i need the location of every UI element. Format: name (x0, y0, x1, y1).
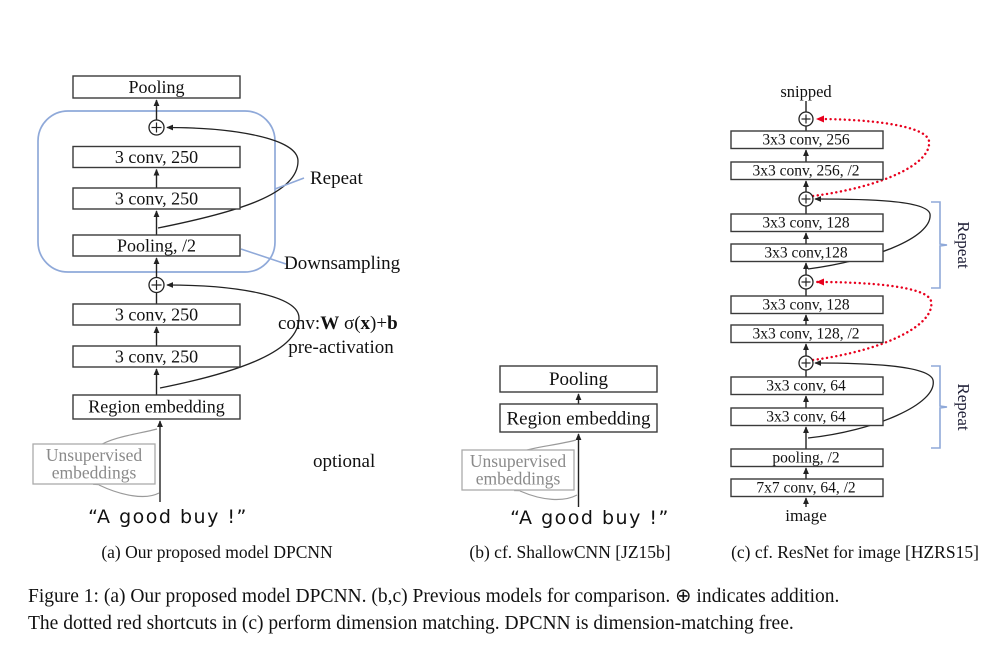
conv-formula-label: conv:W σ(x)+b (278, 313, 398, 334)
add-node-icon (798, 191, 814, 207)
box-conv128-half-label: 3x3 conv, 128, /2 (752, 326, 859, 343)
box-conv7x7-label: 7x7 conv, 64, /2 (756, 480, 855, 497)
repeat-label-lower: Repeat (954, 383, 973, 430)
repeat-bracket-lower (931, 365, 948, 449)
box-pooling-half (72, 234, 241, 257)
box-conv64-1-label: 3x3 conv, 64 (766, 378, 846, 395)
box-pooling-c (730, 448, 884, 468)
box-conv-pre-2-label: 3 conv, 250 (115, 347, 198, 367)
box-pooling-half-label: Pooling, /2 (117, 236, 196, 256)
panel-a-flow-arrows (153, 99, 163, 502)
downsampling-label: Downsampling (284, 253, 401, 274)
downsampling-callout-line (240, 248, 287, 265)
panel-b-caption: (b) cf. ShallowCNN [JZ15b] (469, 542, 670, 562)
box-conv256-1 (730, 130, 884, 150)
box-conv128-1-label: 3x3 conv, 128 (762, 215, 849, 232)
box-pooling-b (499, 365, 658, 393)
box-conv128-3-label: 3x3 conv, 128 (762, 297, 849, 314)
box-conv256-half (730, 161, 884, 181)
box-conv-pre-1 (72, 303, 241, 326)
box-conv64-2 (730, 407, 884, 427)
add-node-icon (148, 119, 165, 136)
box-conv128-2-label: 3x3 conv,128 (764, 245, 848, 262)
input-sentence: “A good buy !” (88, 506, 248, 528)
box-pooling-top (72, 75, 241, 99)
box-pooling-b-label: Pooling (549, 369, 609, 390)
box-conv-repeat-2-label: 3 conv, 250 (115, 189, 198, 209)
skip-arc-64 (807, 360, 934, 439)
unsupervised-label-line1: Unsupervised (46, 445, 142, 465)
box-pooling-c-label: pooling, /2 (772, 450, 839, 467)
box-region-embedding-label: Region embedding (88, 397, 224, 417)
box-conv256-1-label: 3x3 conv, 256 (762, 132, 849, 149)
shortcut-arc-lower (159, 282, 300, 389)
box-conv128-3 (730, 295, 884, 315)
box-conv64-1 (730, 376, 884, 396)
box-conv128-2 (730, 243, 884, 263)
repeat-label: Repeat (310, 168, 363, 189)
snipped-label: snipped (780, 82, 832, 101)
add-node-icon (798, 355, 814, 371)
input-sentence-b: “A good buy !” (510, 507, 670, 529)
repeat-label-upper: Repeat (954, 221, 973, 268)
box-region-embedding-b-label: Region embedding (506, 409, 651, 430)
panel-c-caption: (c) cf. ResNet for image [HZRS15] (731, 542, 979, 562)
figure-caption: Figure 1: (a) Our proposed model DPCNN. … (28, 586, 839, 634)
panel-c-resnet: snipped (730, 82, 979, 562)
pre-activation-label: pre-activation (288, 337, 394, 358)
panel-a-caption: (a) Our proposed model DPCNN (101, 542, 333, 562)
box-conv7x7 (730, 478, 884, 498)
panel-b-shallowcnn: Pooling Region embedding Unsupervised em… (461, 365, 671, 562)
shortcut-arc-upper (157, 124, 299, 229)
box-conv-repeat-1 (72, 145, 241, 169)
figure-caption-line1: Figure 1: (a) Our proposed model DPCNN. … (28, 586, 839, 607)
image-label: image (785, 506, 827, 525)
dimension-matching-arc-256 (811, 115, 931, 198)
repeat-callout-line (274, 177, 305, 190)
panel-a-dpcnn: Pooling 3 conv, 250 3 conv, 250 Pooling,… (32, 75, 401, 562)
unsupervised-label-line2-b: embeddings (476, 469, 561, 489)
add-node-icon (798, 274, 814, 290)
add-node-icon (148, 276, 165, 294)
box-conv64-2-label: 3x3 conv, 64 (766, 409, 846, 426)
box-conv-repeat-1-label: 3 conv, 250 (115, 147, 198, 167)
dimension-matching-arc-128 (811, 278, 933, 362)
box-conv256-half-label: 3x3 conv, 256, /2 (752, 163, 859, 180)
box-conv-pre-2 (72, 345, 241, 368)
box-pooling-top-label: Pooling (128, 77, 184, 97)
unsupervised-embeddings-box-b (461, 449, 575, 491)
box-conv128-half (730, 324, 884, 344)
unsupervised-label-line1-b: Unsupervised (470, 451, 566, 471)
unsupervised-label-line2: embeddings (52, 463, 137, 483)
box-region-embedding (72, 394, 241, 420)
box-conv128-1 (730, 213, 884, 233)
unsupervised-connector-bottom (92, 480, 160, 498)
unsupervised-embeddings-box (32, 443, 156, 485)
add-node-icon (798, 111, 814, 127)
unsupervised-connector-bottom-b (513, 486, 578, 501)
figure-caption-line2: The dotted red shortcuts in (c) perform … (28, 613, 794, 634)
box-conv-pre-1-label: 3 conv, 250 (115, 305, 198, 325)
box-conv-repeat-2 (72, 187, 241, 210)
repeat-bracket-upper (931, 201, 948, 289)
optional-label: optional (313, 451, 375, 472)
box-region-embedding-b (499, 403, 658, 433)
